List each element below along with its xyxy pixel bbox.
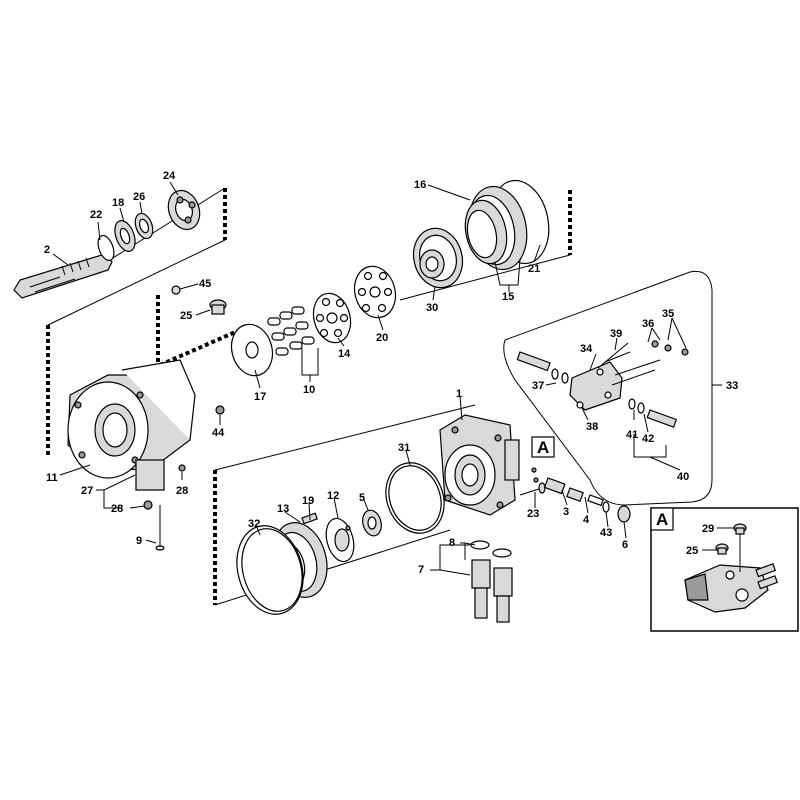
callout-33: 33 xyxy=(726,380,738,392)
callout-28a: 28 xyxy=(176,485,188,497)
valve-housing xyxy=(439,414,520,516)
callout-8: 8 xyxy=(449,537,455,549)
callout-12: 12 xyxy=(327,490,339,502)
callout-17: 17 xyxy=(254,391,266,403)
o-ring-large xyxy=(385,462,445,534)
callout-44: 44 xyxy=(212,427,225,439)
small-fittings-top xyxy=(171,285,227,315)
callout-7: 7 xyxy=(418,564,424,576)
callout-34: 34 xyxy=(580,343,593,355)
motor-housing xyxy=(67,359,225,551)
callout-25: 25 xyxy=(180,310,192,322)
callout-21: 21 xyxy=(528,263,540,275)
detail-box-letter: A xyxy=(656,510,668,529)
view-marker-letter: A xyxy=(537,438,549,457)
callout-11: 11 xyxy=(46,472,58,484)
callout-41: 41 xyxy=(626,429,638,441)
callout-3: 3 xyxy=(563,506,569,518)
bearing-stack xyxy=(97,189,201,262)
callout-22: 22 xyxy=(90,209,102,221)
shaft-part xyxy=(13,253,113,299)
callout-9: 9 xyxy=(136,535,142,547)
callout-1: 1 xyxy=(456,388,462,400)
callout-4: 4 xyxy=(583,514,590,526)
callout-14: 14 xyxy=(338,348,351,360)
callout-28b: 28 xyxy=(111,503,123,515)
callout-19: 19 xyxy=(302,495,314,507)
callout-18: 18 xyxy=(112,197,124,209)
callout-20: 20 xyxy=(376,332,388,344)
retainer-plate xyxy=(312,292,352,344)
piston-set xyxy=(267,306,315,356)
callout-30: 30 xyxy=(426,302,438,314)
callout-labels: 2 22 18 26 24 45 25 17 10 14 20 30 16 15… xyxy=(44,170,738,576)
detail-box: A 29 25 xyxy=(650,507,799,632)
callout-36: 36 xyxy=(642,318,654,330)
callout-23: 23 xyxy=(527,508,539,520)
callout-40: 40 xyxy=(677,471,689,483)
leader-lines xyxy=(52,181,687,576)
callout-5: 5 xyxy=(359,492,365,504)
callout-6: 6 xyxy=(622,539,628,551)
callout-13: 13 xyxy=(277,503,289,515)
cylinder-block xyxy=(353,265,397,319)
callout-26: 26 xyxy=(133,191,145,203)
valve-subassembly-group xyxy=(503,270,722,506)
callout-2: 2 xyxy=(44,244,50,256)
callout-37: 37 xyxy=(532,380,544,392)
relief-valves xyxy=(470,540,513,623)
swash-plate xyxy=(230,323,274,377)
callout-42: 42 xyxy=(642,433,654,445)
end-cover-parts xyxy=(236,509,382,615)
brake-disc-pack xyxy=(464,179,550,271)
callout-32: 32 xyxy=(248,518,260,530)
callout-15: 15 xyxy=(502,291,514,303)
callout-24: 24 xyxy=(163,170,176,182)
callout-16: 16 xyxy=(414,179,426,191)
side-fittings xyxy=(519,467,631,523)
callout-31: 31 xyxy=(398,442,410,454)
callout-43: 43 xyxy=(600,527,612,539)
callout-27: 27 xyxy=(81,485,93,497)
detail-callout-29: 29 xyxy=(702,523,714,535)
callout-10: 10 xyxy=(303,384,315,396)
detail-callout-25: 25 xyxy=(686,545,698,557)
gear-ring xyxy=(412,227,464,289)
callout-35: 35 xyxy=(662,308,674,320)
callout-38: 38 xyxy=(586,421,598,433)
view-marker: A xyxy=(531,436,555,458)
callout-45: 45 xyxy=(199,278,211,290)
callout-39: 39 xyxy=(610,328,622,340)
